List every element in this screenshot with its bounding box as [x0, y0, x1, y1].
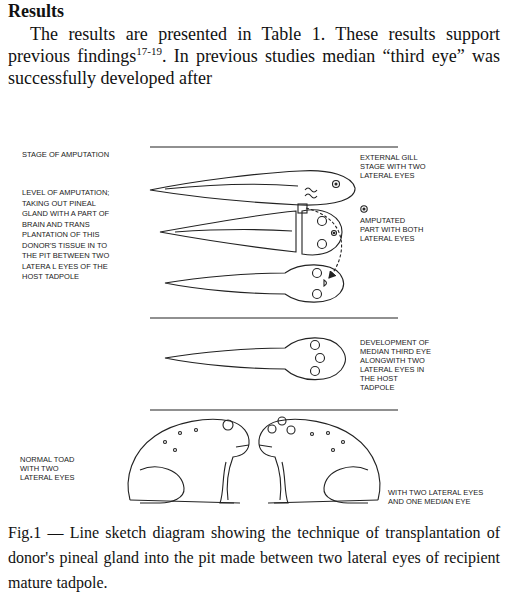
figure-label: AMPUTATED PART WITH BOTH LATERAL EYES [360, 216, 425, 243]
figure-label: DEVELOPMENT OF MEDIAN THIRD EYE ALONGWIT… [360, 338, 432, 392]
figure-label: WITH TWO LATERAL EYES AND ONE MEDIAN EYE [388, 488, 493, 506]
section-heading: Results [8, 1, 64, 22]
body-paragraph: The results are presented in Table 1. Th… [8, 23, 500, 89]
figure-label: STAGE OF AMPUTATION [22, 150, 117, 161]
figure-label: EXTERNAL GILL STAGE WITH TWO LATERAL EYE… [360, 153, 432, 180]
figure-caption: Fig.1 — Line sketch diagram showing the … [8, 520, 500, 595]
figure-label: LEVEL OF AMPUTATION; TAKING OUT PINEAL G… [22, 188, 117, 283]
figure-label: NORMAL TOAD WITH TWO LATERAL EYES [20, 455, 92, 482]
citation-superscript: 17-19 [136, 45, 162, 57]
